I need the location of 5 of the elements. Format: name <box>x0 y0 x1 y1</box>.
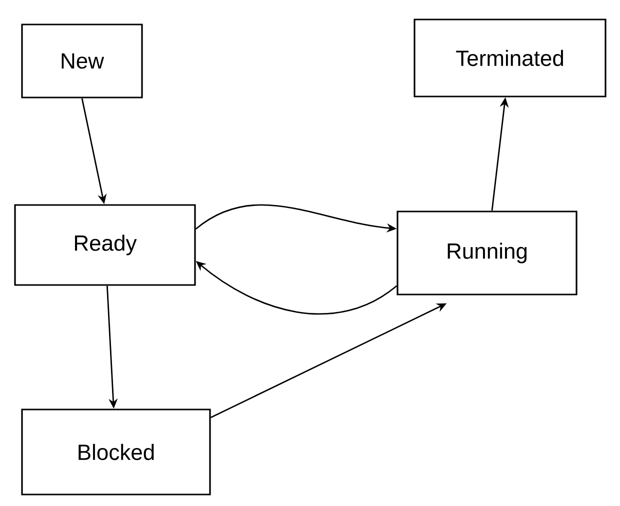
state-box: Blocked <box>21 408 211 496</box>
state-box: New <box>21 24 143 98</box>
state-box: Running <box>396 210 578 296</box>
state-box: Terminated <box>414 18 606 98</box>
state-box: Ready <box>14 204 196 286</box>
